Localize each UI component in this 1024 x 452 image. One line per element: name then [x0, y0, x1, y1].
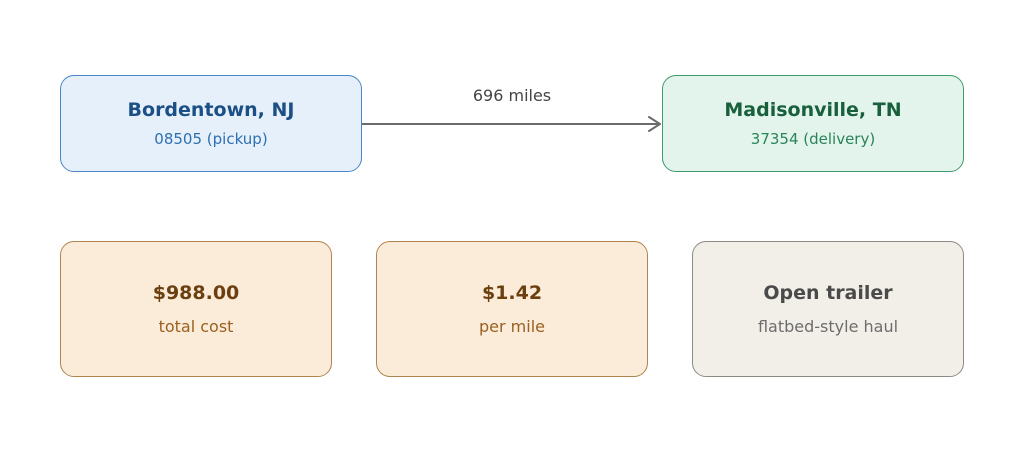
origin-detail: 08505 (pickup) — [154, 130, 268, 148]
total-cost-card: $988.00 total cost — [60, 241, 332, 377]
origin-node: Bordentown, NJ 08505 (pickup) — [60, 75, 362, 172]
destination-city: Madisonville, TN — [724, 99, 902, 121]
trailer-value: Open trailer — [763, 282, 893, 304]
arrow-head — [648, 116, 661, 132]
per-mile-label: per mile — [479, 317, 545, 336]
distance-label: 696 miles — [472, 86, 552, 105]
destination-node: Madisonville, TN 37354 (delivery) — [662, 75, 964, 172]
total-cost-label: total cost — [158, 317, 234, 336]
total-cost-value: $988.00 — [152, 282, 240, 304]
per-mile-value: $1.42 — [481, 282, 543, 304]
trailer-label: flatbed-style haul — [757, 317, 899, 336]
origin-city: Bordentown, NJ — [127, 99, 295, 121]
arrow-right-icon — [362, 116, 661, 132]
per-mile-card: $1.42 per mile — [376, 241, 648, 377]
trailer-card: Open trailer flatbed-style haul — [692, 241, 964, 377]
destination-detail: 37354 (delivery) — [750, 130, 876, 148]
